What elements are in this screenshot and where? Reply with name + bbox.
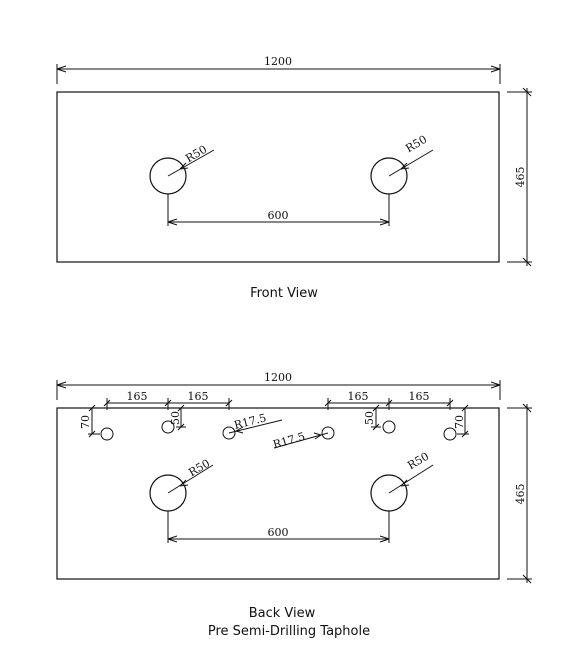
back-offset-right-2-label: 165 — [409, 390, 430, 403]
front-spacing-label: 600 — [268, 209, 289, 222]
back-taphole-5 — [382, 420, 396, 434]
back-taphole-4 — [321, 426, 335, 440]
back-edge-right-label: 70 — [453, 415, 466, 429]
back-edge-left-label: 70 — [79, 415, 92, 429]
back-spacing-dimension: 600 — [167, 511, 390, 543]
back-depth-right-dimension: 50 — [363, 404, 381, 431]
back-view: 1200 465 165 165 16 — [56, 371, 532, 639]
front-height-dimension: 465 — [507, 87, 532, 267]
back-taphole-radius-right-label: R17.5 — [271, 430, 306, 452]
front-spacing-dimension: 600 — [167, 194, 390, 226]
back-depth-left-dimension: 50 — [169, 404, 186, 431]
back-offset-right-1-label: 165 — [348, 390, 369, 403]
back-depth-right-label: 50 — [363, 411, 376, 425]
front-radius-left-label: R50 — [183, 143, 209, 165]
front-panel — [56, 91, 500, 263]
back-taphole-radius-left-label: R17.5 — [233, 411, 268, 432]
back-offset-left-dimensions: 165 165 — [103, 390, 233, 410]
back-panel — [56, 407, 500, 580]
back-depth-left-label: 50 — [169, 411, 182, 425]
front-height-label: 465 — [514, 167, 527, 188]
back-taphole-3 — [222, 426, 236, 440]
back-view-caption: Back View — [249, 606, 316, 621]
back-width-dimension: 1200 — [56, 371, 501, 400]
front-view: 1200 465 R50 R50 600 — [56, 55, 532, 301]
back-edge-left-dimension: 70 — [79, 404, 100, 438]
back-edge-right-dimension: 70 — [453, 404, 469, 438]
back-height-label: 465 — [514, 484, 527, 505]
back-taphole-2 — [161, 420, 175, 434]
back-view-subcaption: Pre Semi-Drilling Taphole — [208, 624, 370, 639]
back-taphole-6 — [443, 427, 457, 441]
back-width-label: 1200 — [264, 371, 292, 384]
front-radius-right-label: R50 — [403, 133, 429, 155]
back-taphole-1 — [100, 427, 114, 441]
back-offset-left-2-label: 165 — [188, 390, 209, 403]
front-view-caption: Front View — [250, 286, 318, 301]
back-radius-left-label: R50 — [186, 457, 212, 479]
back-height-dimension: 465 — [507, 403, 532, 584]
back-spacing-label: 600 — [268, 526, 289, 539]
front-width-label: 1200 — [264, 55, 292, 68]
back-offset-left-1-label: 165 — [127, 390, 148, 403]
back-offset-right-dimensions: 165 165 — [324, 390, 454, 410]
front-width-dimension: 1200 — [56, 55, 501, 84]
